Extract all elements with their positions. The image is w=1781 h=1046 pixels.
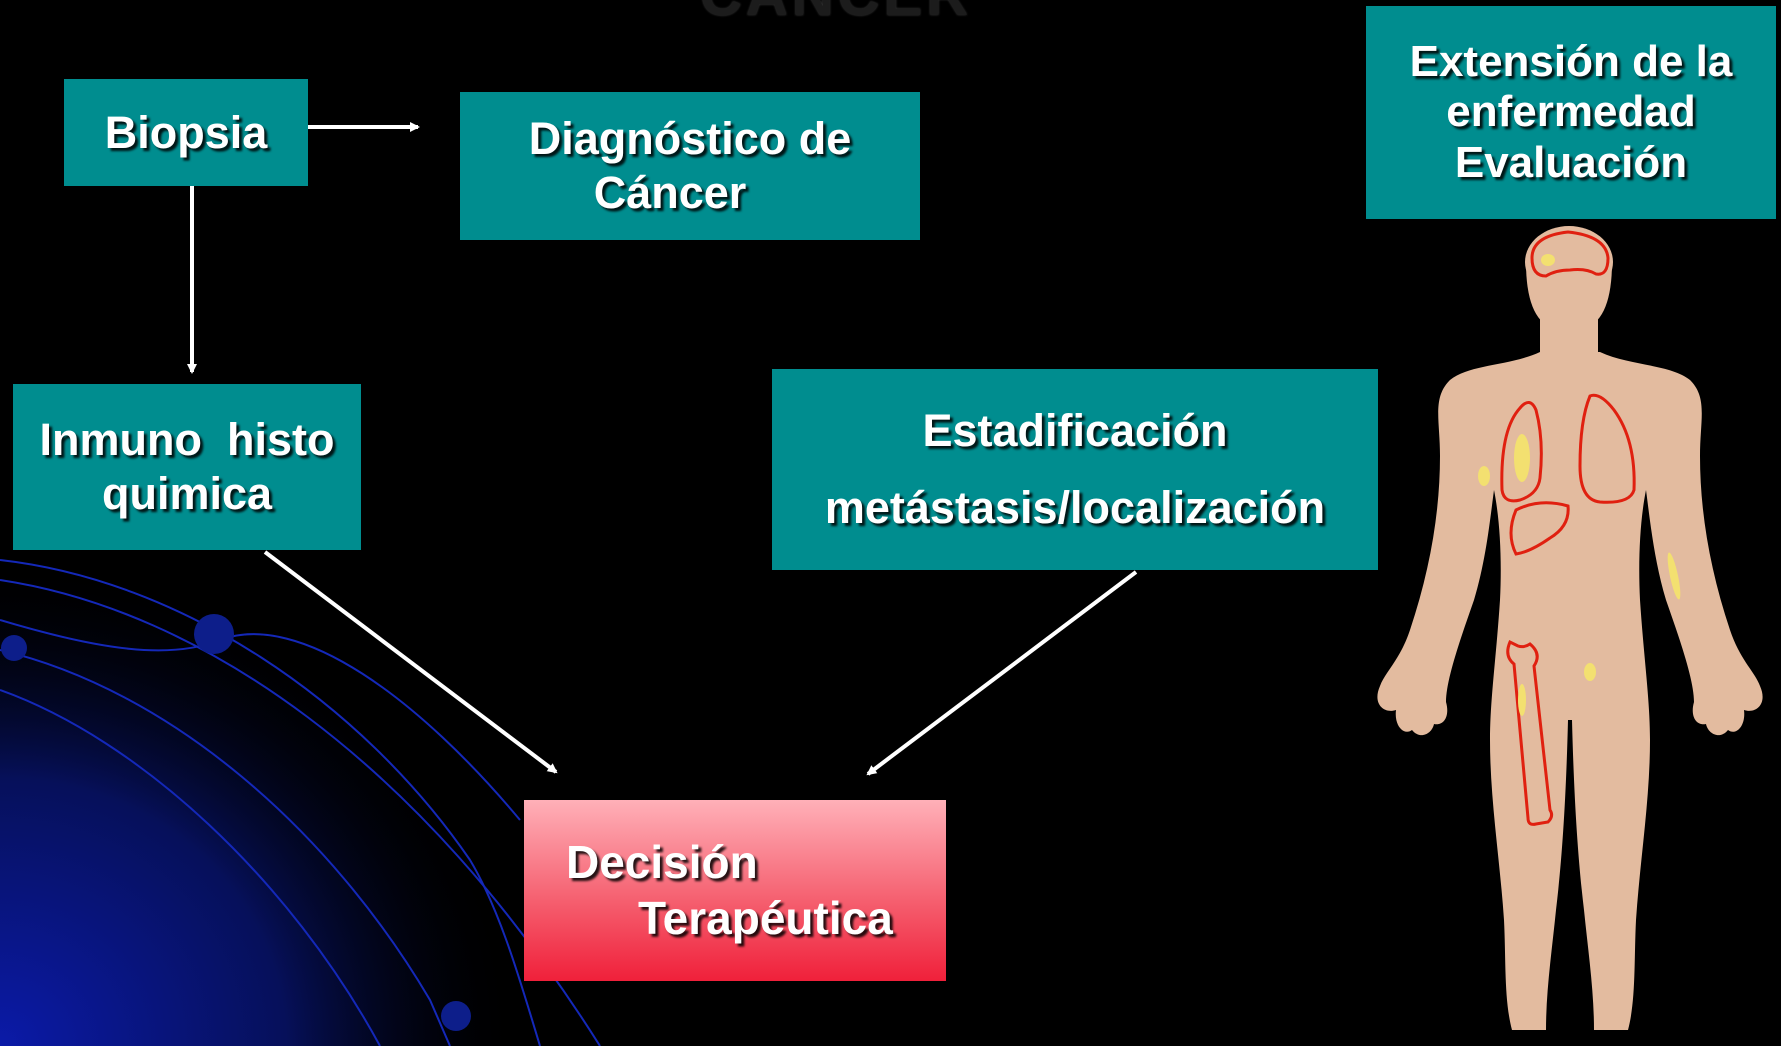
orbit-dot-large xyxy=(194,614,234,654)
biopsia-label: Biopsia xyxy=(104,106,268,158)
extension-line-1: Extensión de la xyxy=(1409,36,1733,86)
inmuno-line-1: Inmuno histo xyxy=(39,414,335,465)
extension-line-3: Evaluación xyxy=(1454,137,1688,187)
decision-line-1: Decisión xyxy=(566,836,758,889)
brain-outline xyxy=(1530,230,1610,278)
arrow-estadificacion-to-decision xyxy=(866,570,1138,776)
brain-lesion xyxy=(1541,254,1555,266)
blue-glow xyxy=(0,560,520,1046)
slide-title-fragment: CANCER xyxy=(700,0,972,29)
diagnostico-box: Diagnóstico de Cáncer xyxy=(460,92,920,240)
extension-box: Extensión de la enfermedad Evaluación xyxy=(1366,6,1776,219)
femur-lesion xyxy=(1518,684,1526,716)
right-lung-outline xyxy=(1500,401,1543,503)
extension-line-2: enfermedad xyxy=(1446,87,1696,137)
inmuno-box: Inmuno histo quimica xyxy=(13,384,361,550)
diagnostico-line-1: Diagnóstico de xyxy=(528,113,852,164)
arrow-inmuno-to-decision xyxy=(263,550,558,774)
orbit-dot-bottom xyxy=(441,1001,471,1031)
decision-line-2: Terapéutica xyxy=(638,891,893,944)
inmuno-line-2: quimica xyxy=(101,468,273,519)
liver-outline xyxy=(1509,501,1570,556)
hip-lesion xyxy=(1584,663,1596,681)
estadificacion-box: Estadificación metástasis/localización xyxy=(772,369,1378,570)
body-silhouette xyxy=(1377,226,1763,1030)
estadificacion-line-2: metástasis/localización xyxy=(824,481,1326,533)
femur-outline xyxy=(1506,639,1554,826)
diagnostico-line-2: Cáncer xyxy=(593,167,747,218)
decision-box: Decisión Terapéutica xyxy=(524,800,946,981)
estadificacion-line-1: Estadificación xyxy=(922,405,1228,456)
left-lung-outline xyxy=(1578,393,1636,504)
shoulder-lesion xyxy=(1478,466,1490,486)
orbit-dot-small xyxy=(1,635,27,661)
biopsia-box: Biopsia xyxy=(64,79,308,186)
arm-lesion xyxy=(1667,552,1681,600)
lung-lesion xyxy=(1514,434,1530,482)
